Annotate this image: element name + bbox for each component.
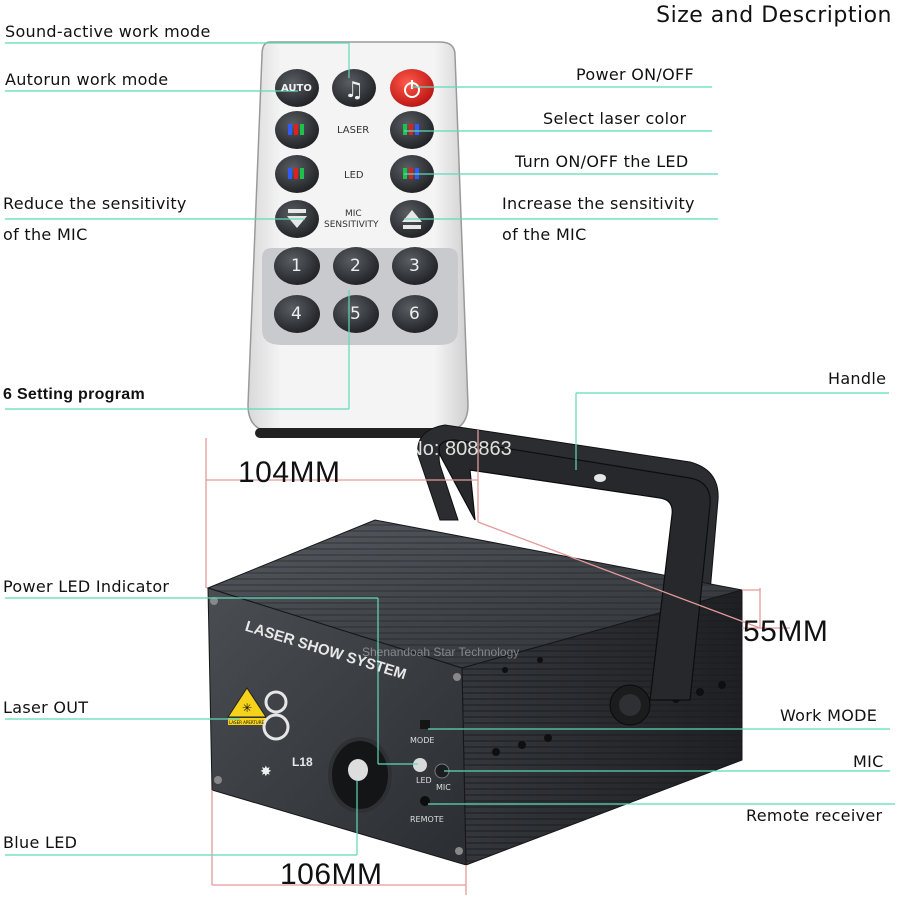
laser-left-button xyxy=(275,111,319,149)
label-work-mode: Work MODE xyxy=(780,706,878,725)
callout-lines xyxy=(5,42,895,856)
remote-laser-label: LASER xyxy=(337,125,370,136)
label-blue-led: Blue LED xyxy=(3,833,78,852)
remote-number-5: 5 xyxy=(350,304,361,324)
led-left-button xyxy=(275,155,319,193)
label-power: Power ON/OFF xyxy=(576,65,695,84)
remote-number-3: 3 xyxy=(409,256,420,276)
page-title: Size and Description xyxy=(656,3,892,28)
remote-number-6: 6 xyxy=(409,304,420,324)
label-remote-receiver: Remote receiver xyxy=(746,806,883,825)
laser-device: ✳ ✸ xyxy=(206,424,743,866)
remote-auto-label: AUTO xyxy=(281,83,312,94)
remote-sensitivity-label: SENSITIVITY xyxy=(324,220,379,230)
dimension-height: 55MM xyxy=(743,615,829,648)
label-handle: Handle xyxy=(828,369,887,388)
device-led-label: LED xyxy=(416,776,432,785)
remote-number-2: 2 xyxy=(350,256,361,276)
remote-number-1: 1 xyxy=(291,256,302,276)
device-remote-label: REMOTE xyxy=(410,815,444,824)
laser-right-button xyxy=(390,111,434,149)
device-mic-label: MIC xyxy=(436,783,451,792)
label-setting-program: 6 Setting program xyxy=(3,386,146,403)
dimension-lines xyxy=(205,430,790,895)
number-buttons xyxy=(274,247,438,333)
device-warning-label: LASER APERTURE xyxy=(229,720,265,725)
svg-text:✳: ✳ xyxy=(242,701,252,715)
remote-led-label: LED xyxy=(344,170,364,181)
label-sound-active: Sound-active work mode xyxy=(5,22,211,41)
label-reduce-line2: of the MIC xyxy=(3,225,88,244)
dimension-width: 104MM xyxy=(238,456,341,489)
svg-text:♫: ♫ xyxy=(344,78,364,103)
device-mode-label: MODE xyxy=(410,736,435,745)
svg-text:✸: ✸ xyxy=(260,764,272,780)
auto-button xyxy=(275,69,319,107)
music-note-button: ♫ xyxy=(332,69,376,107)
label-turn-led: Turn ON/OFF the LED xyxy=(515,152,689,171)
remote-mic-label: MIC xyxy=(345,209,362,219)
label-increase-line1: Increase the sensitivity xyxy=(502,194,695,213)
label-autorun: Autorun work mode xyxy=(5,70,169,89)
label-reduce-line1: Reduce the sensitivity xyxy=(3,194,187,213)
label-mic: MIC xyxy=(853,752,884,771)
store-watermark: Store No: 808863 xyxy=(355,438,512,460)
device-model: L18 xyxy=(292,755,313,769)
label-laser-out: Laser OUT xyxy=(3,698,89,717)
remote-number-4: 4 xyxy=(291,304,302,324)
label-increase-line2: of the MIC xyxy=(502,225,587,244)
label-select-laser: Select laser color xyxy=(543,109,687,128)
label-power-led: Power LED Indicator xyxy=(3,577,170,596)
dimension-depth: 106MM xyxy=(280,858,383,891)
power-button xyxy=(390,69,434,107)
faint-watermark: Shenandoah Star Technology xyxy=(362,645,520,659)
